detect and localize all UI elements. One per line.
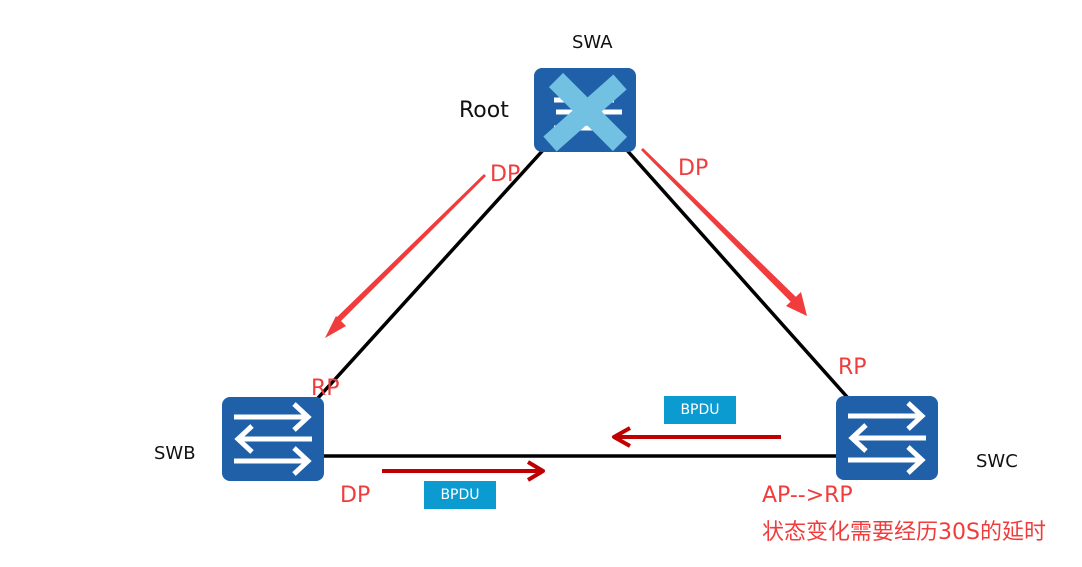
bpdu-arrow-from-swc-head — [612, 426, 631, 448]
arrow-swa-to-swb — [336, 174, 486, 322]
bpdu-label-from-swb: BPDU — [424, 481, 496, 509]
arrow-swa-to-swc-head — [786, 292, 807, 316]
arrow-swa-to-swb-head — [325, 316, 346, 338]
root-label: Root — [459, 98, 509, 123]
switch-arrows-icon — [848, 401, 926, 475]
port-label-swc-top: RP — [838, 355, 867, 380]
bpdu-arrow-from-swb-head — [526, 460, 545, 482]
switch-swa[interactable] — [534, 68, 636, 152]
link-swa-swc — [623, 146, 850, 400]
port-label-swb-top: RP — [311, 376, 340, 401]
failure-cross-icon — [543, 72, 628, 152]
state-change-note: 状态变化需要经历30S的延时 — [762, 520, 1046, 545]
arrow-swa-to-swc — [641, 148, 797, 303]
switch-swb[interactable] — [222, 397, 324, 481]
switch-arrows-icon — [234, 402, 312, 476]
port-label-swc-bottom: AP-->RP — [762, 483, 853, 508]
port-label-swb-right: DP — [340, 483, 371, 508]
swb-label: SWB — [154, 443, 196, 464]
bpdu-label-from-swc: BPDU — [664, 396, 736, 424]
port-label-swa-left: DP — [490, 162, 521, 187]
switch-swc[interactable] — [836, 396, 938, 480]
port-label-swa-right: DP — [678, 156, 709, 181]
link-swa-swb — [316, 146, 547, 400]
swc-label: SWC — [976, 451, 1018, 472]
swa-label: SWA — [572, 32, 613, 53]
